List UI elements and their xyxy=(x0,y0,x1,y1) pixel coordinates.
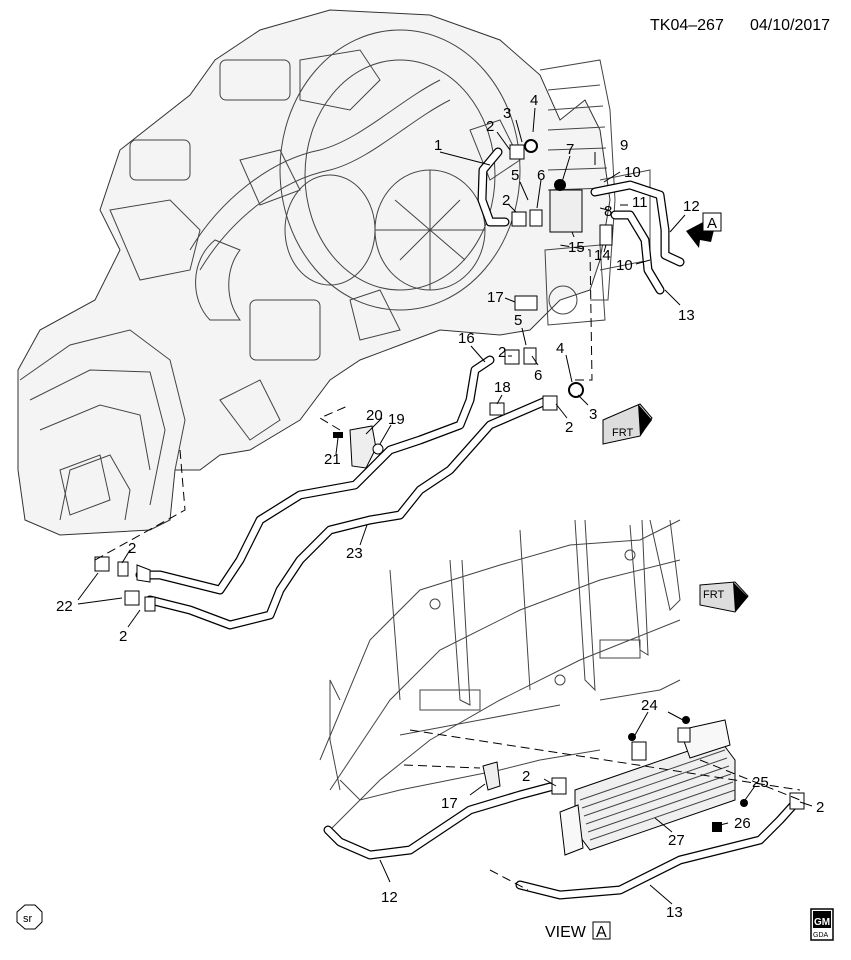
gm-logo-text: GM xyxy=(814,917,830,928)
gm-logo: GM GDA xyxy=(810,908,834,941)
callout-24: 24 xyxy=(641,697,658,714)
illustration-id: TK04–267 xyxy=(650,17,724,34)
callout-3: 3 xyxy=(503,105,511,122)
view-a-hoses xyxy=(323,761,805,900)
view-arrow-letter: A xyxy=(707,215,717,232)
engine-transmission-assembly xyxy=(17,9,651,536)
callout-6: 6 xyxy=(537,167,545,184)
callout-4: 4 xyxy=(556,340,564,357)
callout-12: 12 xyxy=(381,889,398,906)
front-marker-lower: FRT xyxy=(699,581,749,613)
view-label: VIEW A xyxy=(545,921,611,941)
lower-leader-lines xyxy=(379,711,813,905)
callout-3: 3 xyxy=(589,406,597,423)
front-label-upper: FRT xyxy=(612,427,633,439)
callout-20: 20 xyxy=(366,407,383,424)
callout-7: 7 xyxy=(566,141,574,158)
gm-logo-subtext: GDA xyxy=(813,932,829,939)
callout-2: 2 xyxy=(486,118,494,135)
callout-13: 13 xyxy=(666,904,683,921)
upper-leader-lines xyxy=(77,107,686,628)
callout-25: 25 xyxy=(752,774,769,791)
callout-19: 19 xyxy=(388,411,405,428)
callout-2: 2 xyxy=(816,799,824,816)
callout-12: 12 xyxy=(683,198,700,215)
upper-dashed-lines xyxy=(94,244,593,561)
front-marker-upper: FRT xyxy=(602,403,653,445)
sr-badge: sr xyxy=(16,904,43,930)
callout-23: 23 xyxy=(346,545,363,562)
callout-17: 17 xyxy=(441,795,458,812)
view-a-arrow: A xyxy=(686,212,722,248)
callout-6: 6 xyxy=(534,367,542,384)
callout-4: 4 xyxy=(530,92,538,109)
illustration-date: 04/10/2017 xyxy=(750,17,830,34)
callout-10: 10 xyxy=(616,257,633,274)
callout-9: 9 xyxy=(620,137,628,154)
upper-cooler-lines xyxy=(94,139,685,630)
callout-17: 17 xyxy=(487,289,504,306)
callout-5: 5 xyxy=(514,312,522,329)
callout-15: 15 xyxy=(568,239,585,256)
callout-22: 22 xyxy=(56,598,73,615)
callout-2: 2 xyxy=(128,540,136,557)
callout-numbers: 1 2 3 4 2 5 6 7 9 10 8 11 12 15 14 10 13… xyxy=(56,92,824,921)
callout-18: 18 xyxy=(494,379,511,396)
callout-2: 2 xyxy=(502,192,510,209)
view-a-chassis xyxy=(319,519,681,831)
sr-text: sr xyxy=(23,913,33,925)
callout-2: 2 xyxy=(522,768,530,785)
callout-1: 1 xyxy=(434,137,442,154)
callout-2: 2 xyxy=(565,419,573,436)
callout-2: 2 xyxy=(498,344,506,361)
callout-14: 14 xyxy=(594,247,611,264)
callout-2: 2 xyxy=(119,628,127,645)
transmission-oil-cooler xyxy=(559,716,748,856)
callout-27: 27 xyxy=(668,832,685,849)
callout-11: 11 xyxy=(632,194,648,211)
callout-21: 21 xyxy=(324,451,341,468)
view-label-letter: A xyxy=(596,924,607,941)
callout-16: 16 xyxy=(458,330,475,347)
view-label-prefix: VIEW xyxy=(545,924,587,941)
callout-13: 13 xyxy=(678,307,695,324)
callout-26: 26 xyxy=(734,815,751,832)
callout-8: 8 xyxy=(604,203,612,220)
lower-dashed-lines xyxy=(403,729,801,891)
front-label-lower: FRT xyxy=(703,589,724,601)
callout-10: 10 xyxy=(624,164,641,181)
callout-5: 5 xyxy=(511,167,519,184)
